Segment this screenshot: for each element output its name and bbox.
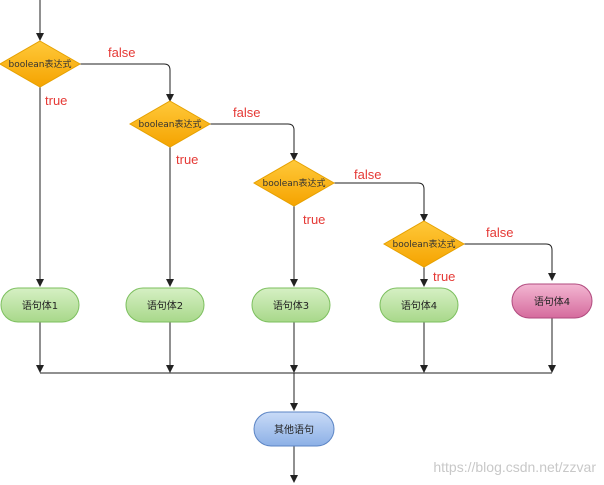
true-label-4: true [433,269,455,284]
false-label-3: false [354,167,381,182]
watermark: https://blog.csdn.net/zzvar [433,459,596,475]
statement-box [379,287,459,323]
statement-box [125,287,205,323]
edge-false-3 [334,182,428,222]
statement-label: 语句体2 [147,299,183,312]
other-statement-label: 其他语句 [274,423,314,436]
statement-label: 语句体4 [401,299,437,312]
statement-5: 语句体4 [511,283,593,319]
decision-label: boolean表达式 [263,177,326,189]
decision-1: boolean表达式 [0,40,82,88]
statement-2: 语句体2 [125,287,205,323]
decision-label: boolean表达式 [9,58,72,70]
decision-diamond [128,100,212,148]
statement-box-else [511,283,593,319]
false-label-1: false [108,45,135,60]
decision-2: boolean表达式 [128,100,212,148]
other-statement: 其他语句 [253,411,335,447]
edge-false-4 [464,243,556,281]
statement-4: 语句体4 [379,287,459,323]
true-label-1: true [45,93,67,108]
decision-4: boolean表达式 [382,220,466,268]
statement-1: 语句体1 [0,287,80,323]
false-label-4: false [486,225,513,240]
edge-false-1 [80,63,174,102]
false-label-2: false [233,105,260,120]
statement-box [251,287,331,323]
statement-label: 语句体4 [534,295,570,308]
other-statement-box [253,411,335,447]
edges [36,0,556,483]
true-label-2: true [176,152,198,167]
true-label-3: true [303,212,325,227]
decision-label: boolean表达式 [139,118,202,130]
edge-labels: false true false true false true false t… [45,45,513,284]
decision-diamond [382,220,466,268]
statement-box [0,287,80,323]
statement-3: 语句体3 [251,287,331,323]
decision-3: boolean表达式 [252,159,336,207]
decision-label: boolean表达式 [393,238,456,250]
decision-diamond [252,159,336,207]
statement-label: 语句体3 [273,299,309,312]
edge-false-2 [210,123,298,161]
statement-label: 语句体1 [22,299,58,312]
decision-diamond [0,40,82,88]
